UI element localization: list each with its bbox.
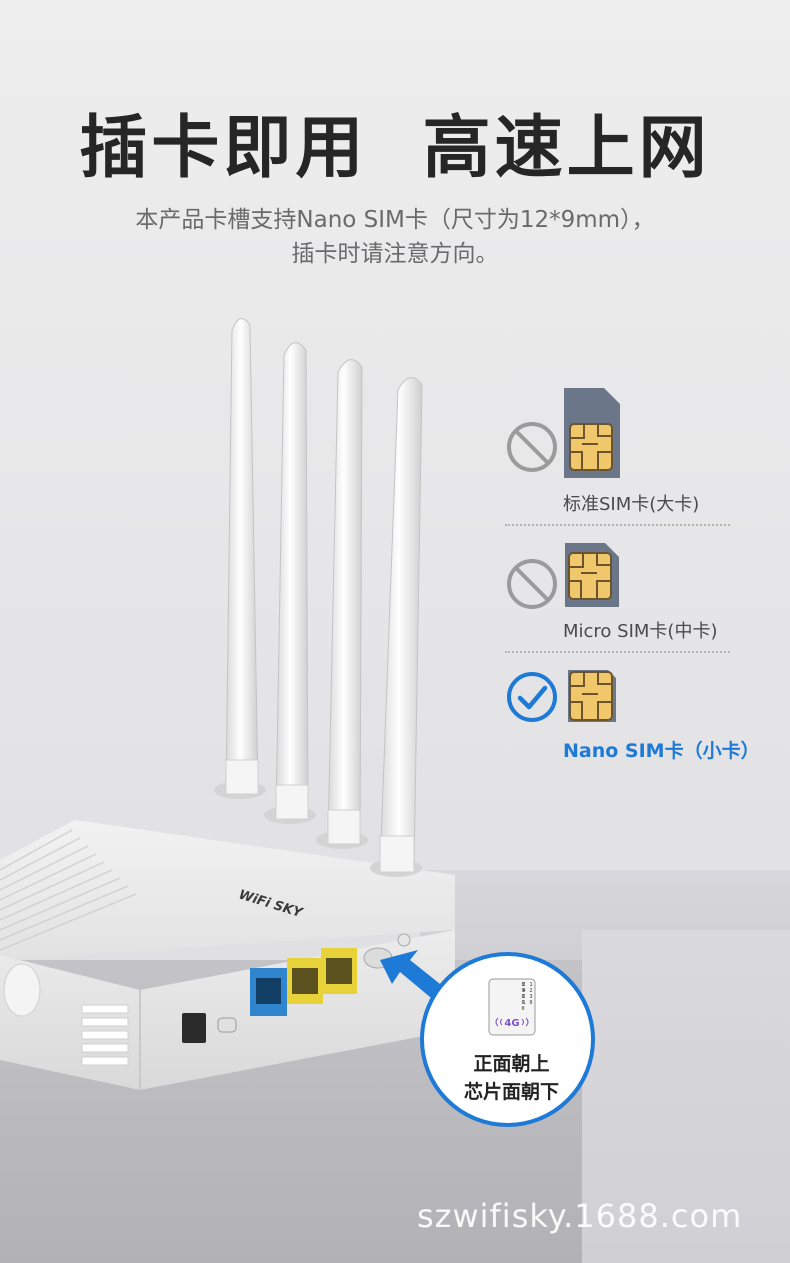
antenna-2 [264,342,316,824]
divider-1 [505,524,730,526]
wan-port [250,968,287,1016]
insertion-callout: 898602421123008561833 4G 正面朝上 芯片面朝下 [420,952,595,1127]
sim-label-micro: Micro SIM卡(中卡) [563,621,718,642]
sim-label-nano: Nano SIM卡（小卡） [563,740,760,762]
router-vent-ribs [0,829,137,951]
antenna-3 [316,359,368,849]
lan-port-1 [287,958,323,1004]
divider-2 [505,651,730,653]
page-title: 插卡即用 高速上网 [79,109,711,188]
prohibited-icon [507,559,557,609]
router-top-face [0,820,455,960]
antenna-4 [370,377,423,877]
callout-line-1: 正面朝上 [473,1053,550,1075]
callout-line-2: 芯片面朝下 [463,1081,559,1103]
power-port [182,1013,206,1043]
nano-sim-card-icon [568,670,616,722]
subtitle-line-1: 本产品卡槽支持Nano SIM卡（尺寸为12*9mm）， [135,207,655,233]
standard-sim-card-icon [564,388,620,478]
pedestal-side [582,930,790,1263]
watermark: szwifisky.1688.com [417,1197,743,1235]
router-side-vent [81,1004,129,1066]
lan-port-2 [321,948,357,994]
subtitle-line-2: 插卡时请注意方向。 [291,241,499,267]
antenna-1 [214,318,266,799]
sim-card-preview-icon: 898602421123008561833 4G [488,978,536,1036]
prohibited-icon [507,422,557,472]
check-icon [507,672,557,722]
sim-label-standard: 标准SIM卡(大卡) [563,494,700,515]
reset-button [397,933,411,947]
usb-port [217,1017,237,1033]
svg-text:4G: 4G [504,1018,519,1029]
micro-sim-card-icon [565,543,619,607]
